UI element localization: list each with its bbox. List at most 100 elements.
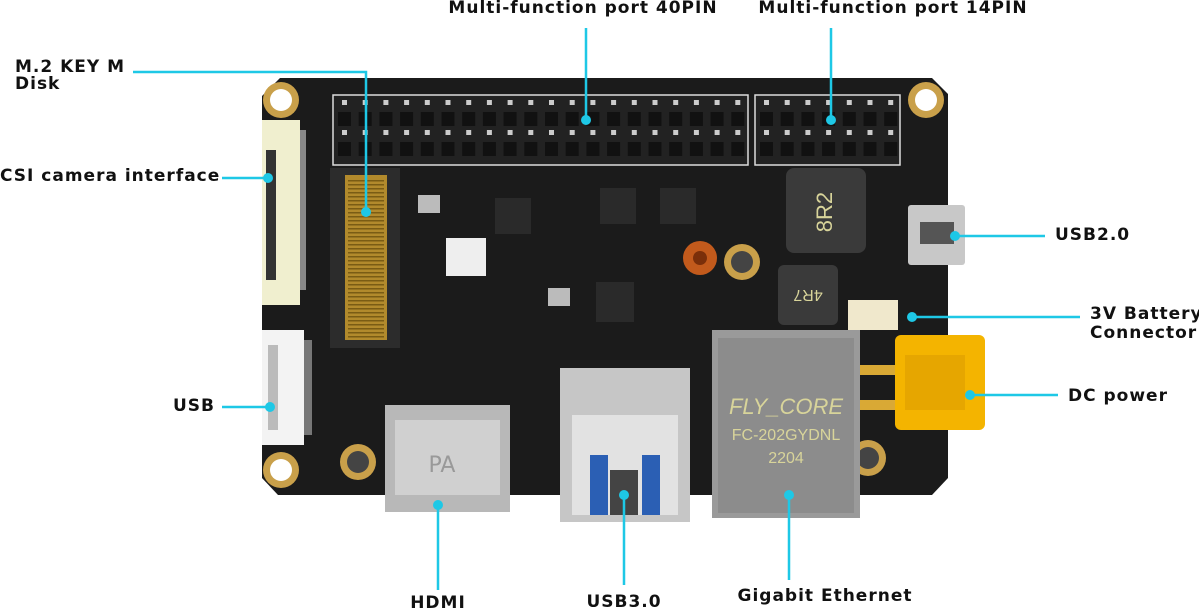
usb3-connector — [560, 368, 690, 522]
m2-contact — [348, 308, 384, 310]
header-pin — [842, 142, 856, 156]
m2-contact — [348, 300, 384, 302]
pin-pad — [342, 100, 347, 105]
label-usb2: USB2.0 — [1055, 225, 1131, 245]
header-pin — [524, 112, 538, 126]
pin-pad — [404, 100, 410, 105]
header-pin — [379, 112, 393, 126]
pin-pad — [486, 130, 492, 135]
pin-pad — [549, 130, 554, 135]
header-pin — [338, 112, 351, 126]
m2-contact — [348, 244, 384, 246]
header-pin — [884, 112, 898, 126]
label-usb3: USB3.0 — [586, 592, 662, 612]
header-pin — [780, 112, 794, 126]
crystal — [418, 195, 440, 213]
m2-contact — [348, 260, 384, 262]
header-pin — [710, 142, 724, 156]
callout-m2 — [133, 70, 368, 212]
header-40pin — [332, 94, 749, 166]
header-pin — [710, 112, 724, 126]
pin-pad — [784, 130, 790, 135]
label-m2-line2: Disk — [15, 74, 61, 94]
header-pin — [689, 142, 703, 156]
chip — [660, 188, 696, 224]
csi-connector — [262, 120, 306, 305]
pin-pad — [507, 130, 513, 135]
svg-text:FLY_CORE: FLY_CORE — [729, 394, 843, 419]
pin-pad — [611, 100, 617, 105]
header-pin — [379, 142, 393, 156]
m2-contact — [348, 312, 384, 314]
header-pin — [863, 112, 877, 126]
hdmi-connector: PA — [385, 405, 510, 512]
pin-pad — [652, 130, 658, 135]
header-pin — [565, 142, 579, 156]
header-pin — [842, 112, 856, 126]
pin-pad — [867, 130, 873, 135]
pin-pad — [673, 130, 679, 135]
header-pin — [607, 112, 621, 126]
pin-pad — [445, 130, 451, 135]
m2-contact — [348, 248, 384, 250]
chip — [495, 198, 531, 234]
label-14pin: Multi-function port 14PIN — [758, 0, 1028, 18]
m2-contact — [348, 220, 384, 222]
header-pin — [627, 112, 641, 126]
pin-pad — [466, 130, 472, 135]
header-pin — [863, 142, 877, 156]
header-pin — [689, 112, 703, 126]
header-pin — [565, 112, 579, 126]
pin-pad — [569, 130, 575, 135]
m2-contact — [348, 256, 384, 258]
header-pin — [462, 112, 476, 126]
m2-contact — [348, 332, 384, 334]
m2-contact — [348, 264, 384, 266]
header-pin — [420, 112, 434, 126]
header-pin — [420, 142, 434, 156]
header-pin — [669, 112, 683, 126]
header-pin — [801, 112, 815, 126]
pin-pad — [888, 100, 894, 105]
header-pin — [822, 142, 836, 156]
pin-pad — [528, 130, 534, 135]
pin-pad — [826, 100, 832, 105]
header-pin — [884, 142, 898, 156]
m2-contact — [348, 288, 384, 290]
pin-pad — [569, 100, 575, 105]
header-pin — [503, 142, 517, 156]
chip — [600, 188, 636, 224]
m2-contact — [348, 240, 384, 242]
header-pin — [338, 142, 351, 156]
inductor-8r2 — [786, 168, 866, 253]
ethernet-connector: FLY_CORE FC-202GYDNL 2204 — [712, 330, 860, 518]
pin-pad — [693, 130, 699, 135]
m2-contact — [348, 252, 384, 254]
header-pin — [760, 142, 773, 156]
m2-contact — [348, 328, 384, 330]
dc-power-connector — [860, 335, 985, 430]
pin-pad — [528, 100, 534, 105]
crystal — [548, 288, 570, 306]
m2-contact — [348, 320, 384, 322]
pin-pad — [764, 130, 769, 135]
header-14pin — [754, 94, 901, 166]
pin-pad — [424, 130, 430, 135]
header-pin — [627, 142, 641, 156]
svg-text:FC-202GYDNL: FC-202GYDNL — [732, 427, 841, 444]
m2-contact — [348, 336, 384, 338]
m2-contact — [348, 296, 384, 298]
header-pin — [462, 142, 476, 156]
m2-contact — [348, 232, 384, 234]
pin-pad — [652, 100, 658, 105]
pin-pad — [383, 100, 389, 105]
pin-pad — [342, 130, 347, 135]
header-pin — [801, 142, 815, 156]
pin-pad — [693, 100, 699, 105]
svg-text:8R2: 8R2 — [812, 192, 837, 232]
pin-pad — [445, 100, 451, 105]
m2-contact — [348, 224, 384, 226]
m2-contact — [348, 280, 384, 282]
label-usb: USB — [173, 396, 216, 416]
header-pin — [400, 142, 414, 156]
